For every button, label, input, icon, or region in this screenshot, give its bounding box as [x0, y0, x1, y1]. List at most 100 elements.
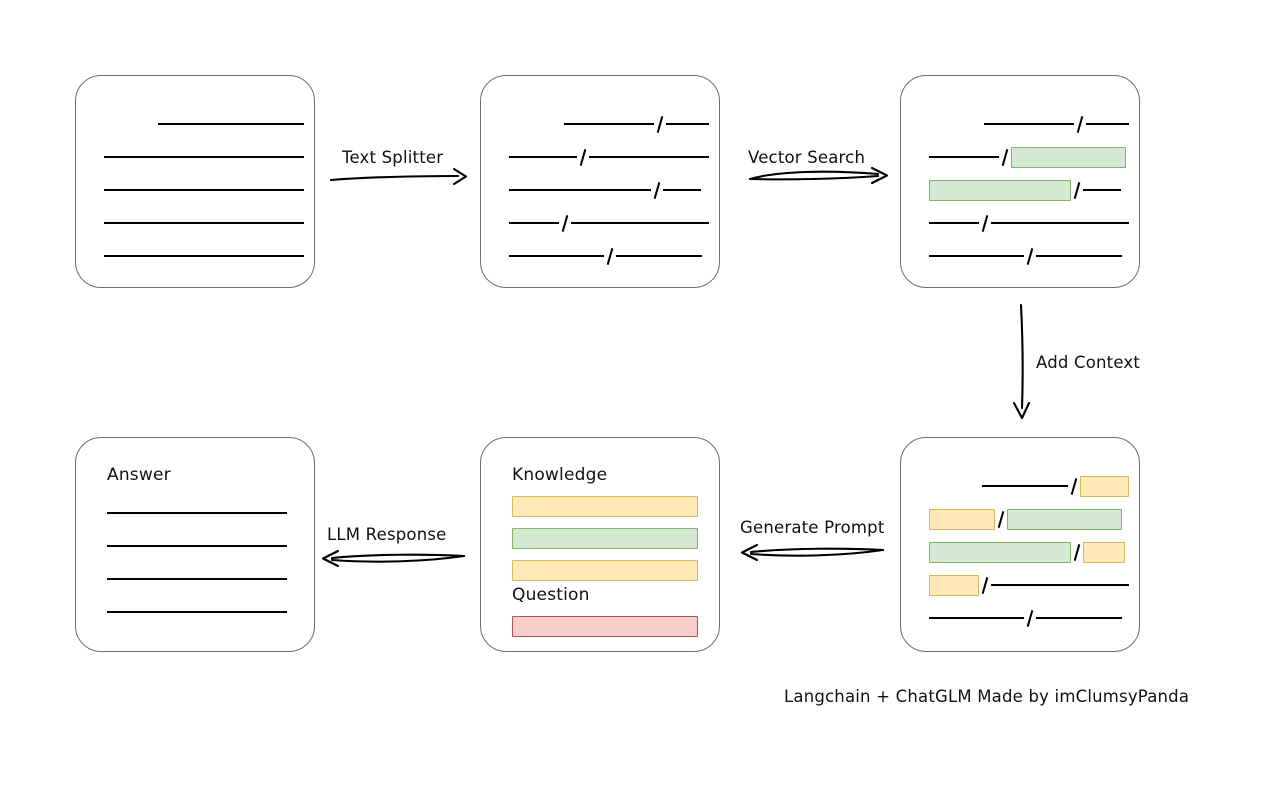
content-row — [104, 145, 304, 169]
knowledge-label: Knowledge — [512, 465, 608, 485]
text-line-segment — [990, 221, 1129, 225]
footer-credit: Langchain + ChatGLM Made by imClumsyPand… — [784, 687, 1190, 706]
text-line-segment — [616, 254, 702, 258]
arrow-label-llm-response: LLM Response — [327, 525, 447, 544]
content-row — [104, 211, 304, 235]
text-line-segment — [509, 254, 604, 258]
text-line-segment — [1036, 254, 1122, 258]
knowledge-bar-yellow — [512, 560, 698, 581]
text-line-segment — [665, 122, 709, 126]
text-line-segment — [929, 616, 1024, 620]
chunk-separator-slash-icon — [1026, 247, 1034, 265]
question-label: Question — [512, 585, 590, 605]
answer-text-line — [107, 611, 287, 614]
chunk-separator-slash-icon — [561, 214, 569, 232]
chunk-separator-slash-icon — [579, 148, 587, 166]
question-bar-red — [512, 616, 698, 637]
chunk-separator-slash-icon — [1026, 609, 1034, 627]
arrow-label-vector-search: Vector Search — [748, 148, 866, 167]
text-line-segment — [663, 188, 701, 192]
box-source-document[interactable] — [75, 75, 315, 288]
content-row — [929, 507, 1129, 531]
chunk-separator-slash-icon — [1001, 148, 1009, 166]
text-line-segment — [509, 221, 559, 225]
split-chunks-rows — [509, 112, 709, 287]
context-added-rows — [929, 474, 1129, 651]
arrow-generate-prompt — [740, 543, 885, 562]
highlighted-chunk-green — [1007, 508, 1122, 530]
box-split-chunks[interactable] — [480, 75, 720, 288]
text-line-segment — [929, 221, 979, 225]
text-line-segment — [563, 122, 654, 126]
text-line-segment — [929, 254, 1024, 258]
arrow-text-splitter — [329, 167, 468, 186]
box-answer[interactable]: Answer — [75, 437, 315, 652]
content-row — [509, 211, 709, 235]
chunk-separator-slash-icon — [1073, 543, 1081, 561]
chunk-separator-slash-icon — [1076, 115, 1083, 133]
text-line-segment — [1085, 122, 1129, 126]
highlighted-chunk-yellow — [929, 508, 995, 530]
knowledge-bar-yellow — [512, 496, 698, 517]
text-line-segment — [104, 188, 304, 192]
answer-text-line — [107, 545, 287, 548]
chunk-separator-slash-icon — [981, 214, 989, 232]
highlighted-chunk-green — [1011, 146, 1126, 168]
highlighted-chunk-green — [929, 179, 1071, 201]
content-row — [929, 244, 1129, 268]
chunk-separator-slash-icon — [1073, 181, 1081, 199]
arrow-vector-search — [748, 166, 889, 185]
box-context-added[interactable] — [900, 437, 1140, 652]
arrow-label-generate-prompt: Generate Prompt — [740, 518, 885, 537]
content-row — [929, 211, 1129, 235]
content-row — [929, 112, 1129, 136]
content-row — [929, 573, 1129, 597]
arrow-add-context — [1012, 303, 1031, 420]
content-row — [509, 145, 709, 169]
text-line-segment — [1083, 188, 1121, 192]
text-line-segment — [104, 254, 304, 258]
highlighted-chunk-yellow — [1079, 475, 1129, 497]
content-row — [509, 112, 709, 136]
arrow-label-text-splitter: Text Splitter — [342, 148, 444, 167]
content-row — [104, 112, 304, 136]
text-line-segment — [990, 583, 1129, 587]
content-row — [509, 244, 709, 268]
chunk-separator-slash-icon — [653, 181, 661, 199]
box-prompt[interactable]: Knowledge Question — [480, 437, 720, 652]
text-line-segment — [983, 122, 1074, 126]
content-row — [929, 474, 1129, 498]
arrow-label-add-context: Add Context — [1036, 353, 1141, 372]
chunk-separator-slash-icon — [997, 510, 1005, 528]
arrow-llm-response — [321, 549, 466, 568]
text-line-segment — [509, 188, 651, 192]
content-row — [104, 178, 304, 202]
content-row — [509, 178, 709, 202]
source-document-rows — [104, 112, 304, 287]
content-row — [929, 178, 1129, 202]
text-line-segment — [158, 122, 304, 126]
answer-text-line — [107, 512, 287, 515]
chunk-separator-slash-icon — [981, 576, 989, 594]
content-row — [929, 540, 1129, 564]
text-line-segment — [589, 155, 709, 159]
chunk-separator-slash-icon — [606, 247, 614, 265]
text-line-segment — [104, 221, 304, 225]
answer-text-line — [107, 578, 287, 581]
text-line-segment — [981, 484, 1068, 488]
content-row — [104, 244, 304, 268]
knowledge-bar-green — [512, 528, 698, 549]
highlighted-chunk-yellow — [929, 574, 979, 596]
text-line-segment — [509, 155, 578, 159]
content-row — [929, 606, 1129, 630]
box-matched-chunks[interactable] — [900, 75, 1140, 288]
answer-label: Answer — [107, 465, 171, 485]
highlighted-chunk-yellow — [1083, 541, 1125, 563]
matched-chunks-rows — [929, 112, 1129, 287]
text-line-segment — [929, 155, 999, 159]
text-line-segment — [1036, 616, 1122, 620]
highlighted-chunk-green — [929, 541, 1071, 563]
chunk-separator-slash-icon — [1070, 477, 1078, 495]
chunk-separator-slash-icon — [656, 115, 663, 133]
